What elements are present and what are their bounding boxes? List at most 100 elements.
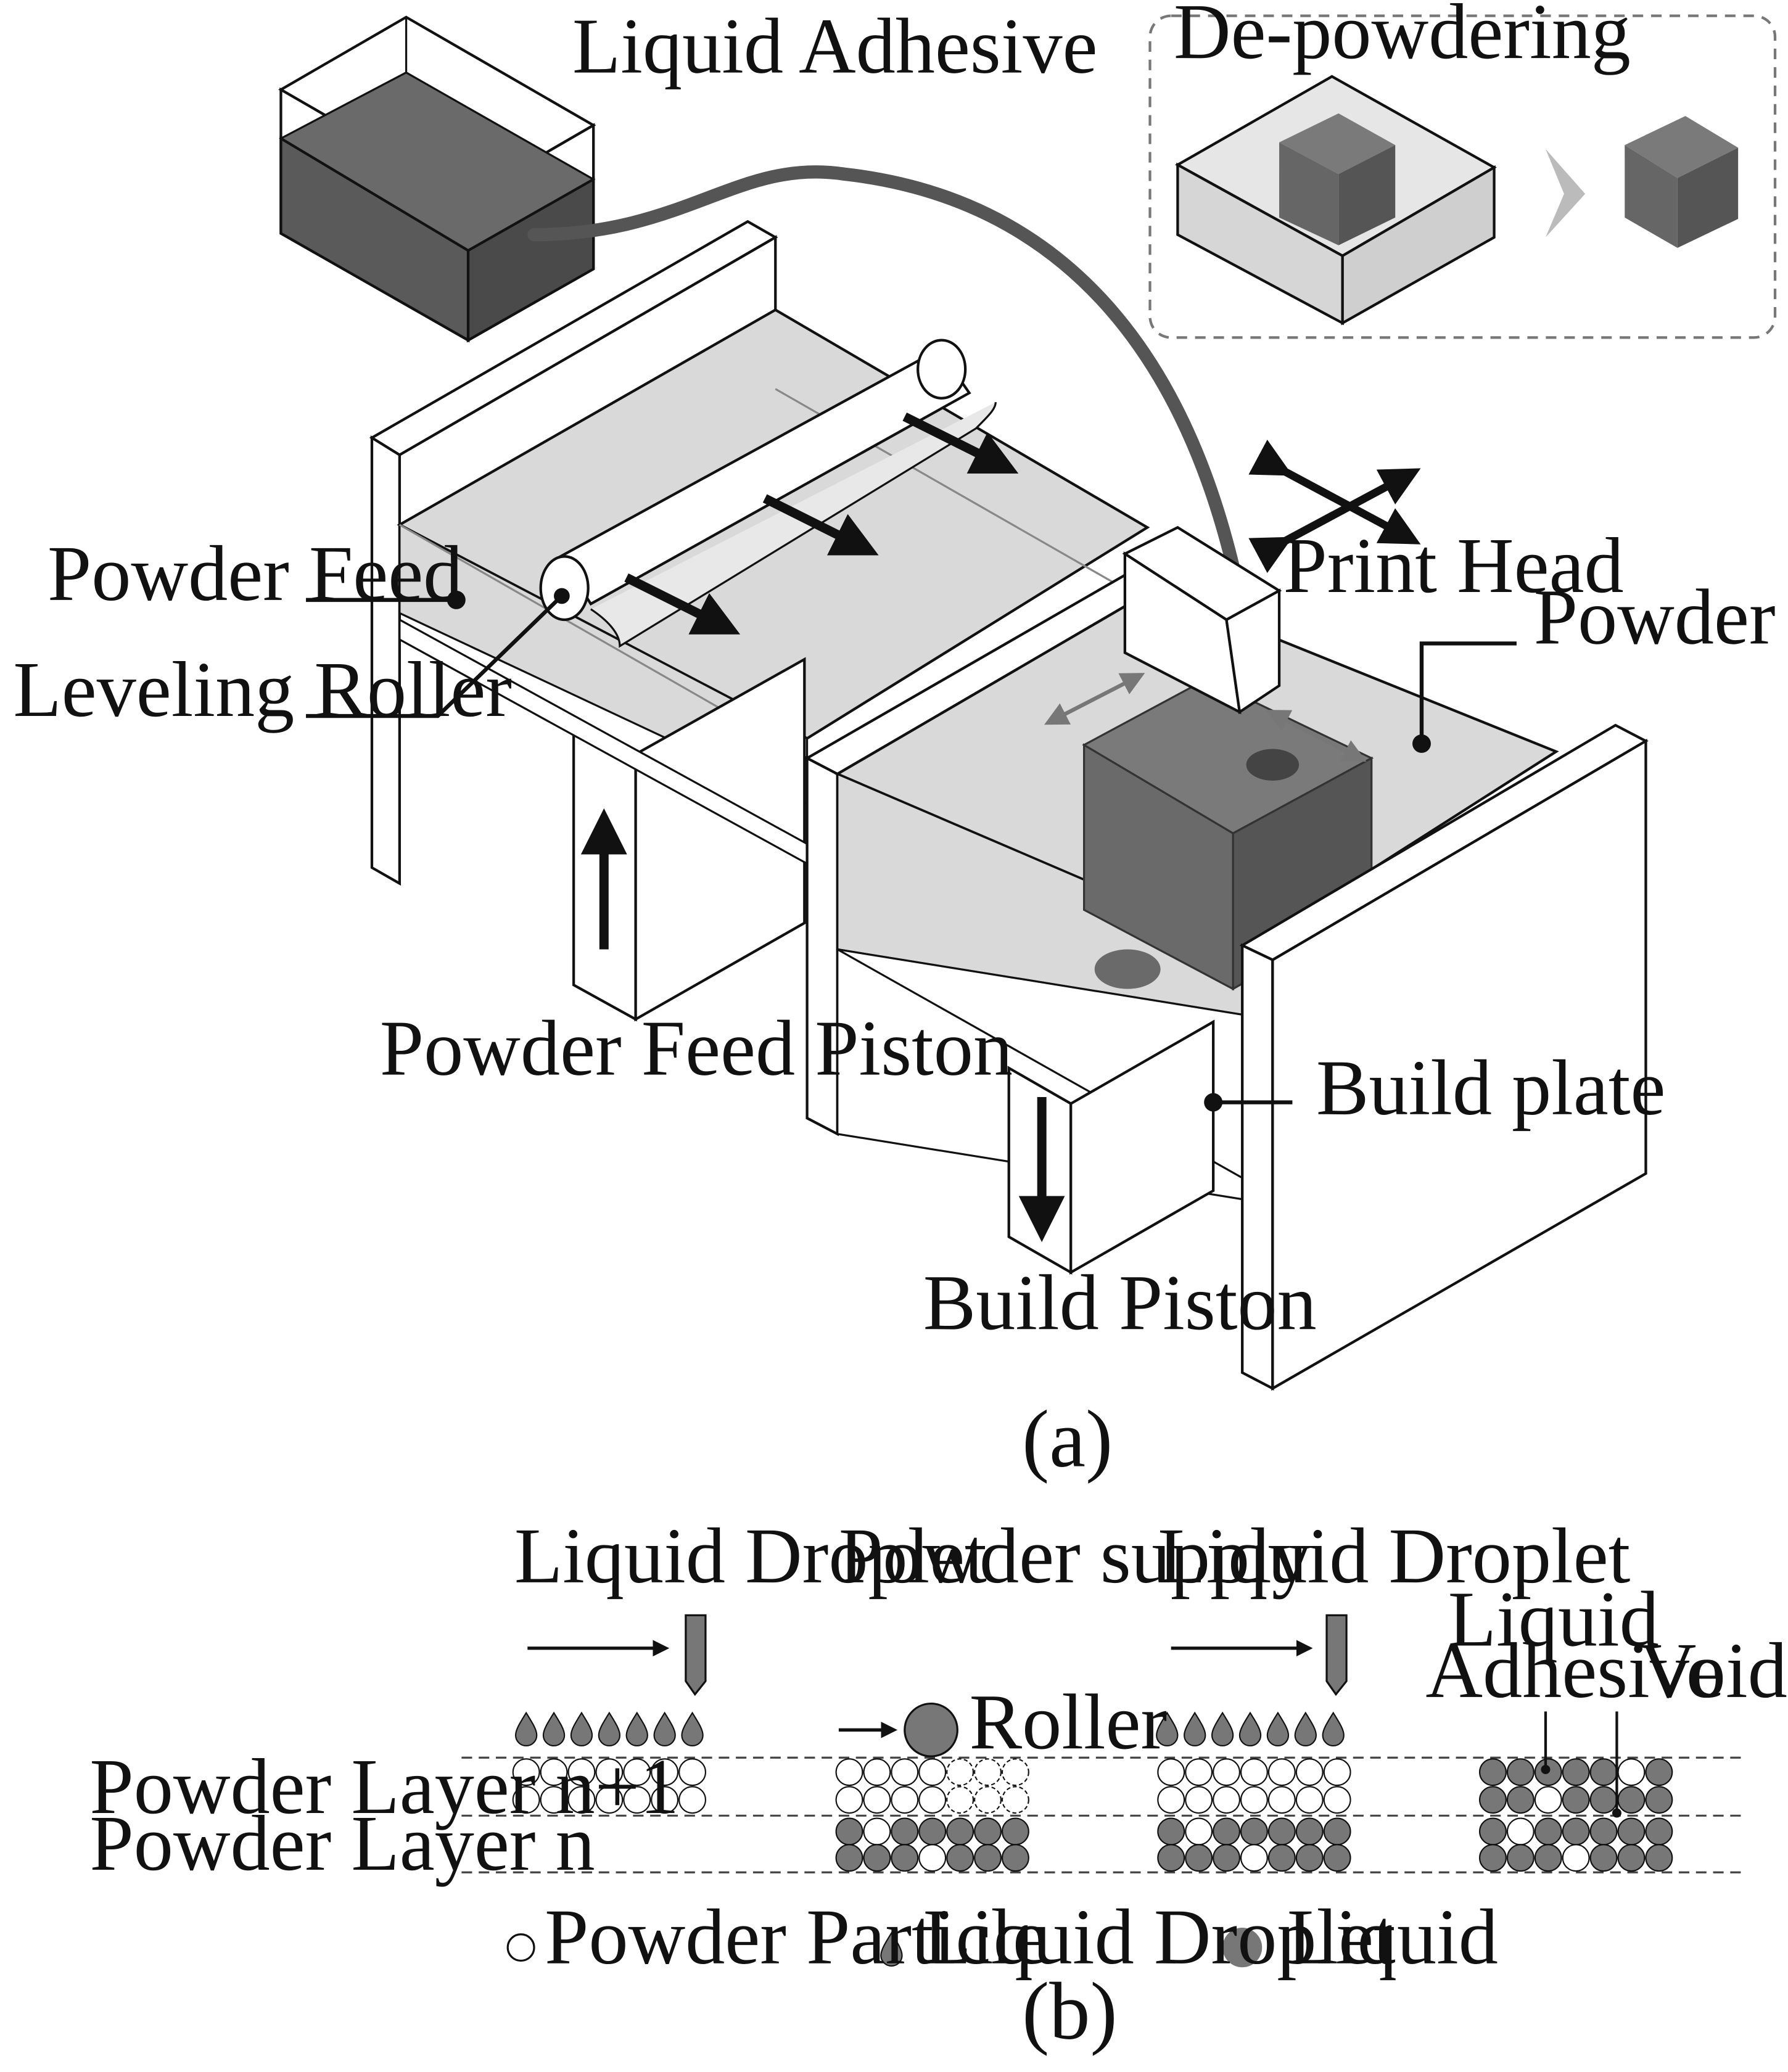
leader-dots (447, 590, 1431, 1112)
liquid-particle (835, 1844, 863, 1872)
stage-title-2: Powder supply (839, 1512, 1311, 1600)
powder-particle (678, 1786, 707, 1814)
adhesive-tank (278, 15, 596, 343)
liquid-particle (1001, 1844, 1029, 1872)
roller-icon (904, 1702, 958, 1758)
label-powder-feed-piston: Powder Feed Piston (380, 1005, 1013, 1092)
powder-particle (1323, 1758, 1351, 1786)
liquid-droplet (570, 1711, 593, 1747)
label-layer-top: Powder Layer n+1 (89, 1743, 679, 1830)
powder-particle (1295, 1786, 1324, 1814)
leveling-roller (539, 339, 997, 648)
powder-particle (1185, 1758, 1213, 1786)
label-liquid-adhesive: Liquid Adhesive (572, 2, 1098, 90)
liquid-droplet (1322, 1711, 1345, 1747)
liquid-droplet (1211, 1711, 1234, 1747)
legend (506, 1928, 1263, 1968)
stage-1 (512, 1614, 707, 1814)
leader-lines (306, 591, 1517, 1104)
powder-particle (512, 1758, 540, 1786)
liquid-particle (1295, 1817, 1324, 1846)
powder-particle (623, 1758, 651, 1786)
stage-4 (1478, 1711, 1673, 1872)
xy-motion-icon (1248, 439, 1421, 574)
liquid-particle (1185, 1844, 1213, 1872)
liquid-particle (835, 1817, 863, 1846)
powder-particle (540, 1786, 568, 1814)
liquid-droplet (598, 1711, 621, 1747)
liquid-particle (918, 1817, 947, 1846)
liquid-particle (1562, 1758, 1590, 1786)
label-powder-bed: Powder Bed (1534, 573, 1788, 660)
powder-particle (974, 1786, 1002, 1814)
powder-particle (1157, 1758, 1185, 1786)
label-print-head: Print Head (1283, 522, 1623, 609)
liquid-particle (946, 1817, 974, 1846)
spreading-arrows (624, 412, 1019, 635)
caption-a: (a) (1022, 1394, 1113, 1484)
figure-a: Liquid Adhesive De-powdering Powder Feed… (13, 0, 1788, 1484)
liquid-particle (1617, 1817, 1646, 1846)
de-powdering-inset (1148, 14, 1777, 339)
adhesive-hose (527, 165, 1246, 603)
powder-particle (540, 1758, 568, 1786)
liquid-particle (1645, 1844, 1673, 1872)
liquid-droplet (681, 1711, 704, 1747)
liquid-particle (946, 1844, 974, 1872)
powder-particle (651, 1758, 679, 1786)
powder-particle (918, 1758, 947, 1786)
stage-title-3: Liquid Droplet (1158, 1512, 1630, 1600)
label-roller: Roller (970, 1678, 1168, 1766)
liquid-droplet (1294, 1711, 1317, 1747)
powder-particle (678, 1758, 707, 1786)
particle-block (1157, 1758, 1351, 1872)
liquid-particle (1213, 1844, 1240, 1872)
caption-b: (b) (1022, 1966, 1118, 2057)
label-liquid-adhesive-b-1: Liquid (1448, 1575, 1659, 1663)
liquid-particle (1267, 1844, 1296, 1872)
powder-particle (1213, 1786, 1240, 1814)
liquid-particle (1323, 1844, 1351, 1872)
liquid-particle (1534, 1844, 1562, 1872)
stage-2 (835, 1702, 1029, 1872)
particle-block (1478, 1758, 1673, 1872)
powder-particle (1240, 1786, 1268, 1814)
liquid-particle (974, 1844, 1002, 1872)
liquid-droplet (1156, 1711, 1179, 1747)
powder-particle (918, 1786, 947, 1814)
liquid-particle (863, 1844, 891, 1872)
liquid-particle (1506, 1844, 1535, 1872)
print-head (1122, 525, 1282, 715)
powder-particle (595, 1758, 624, 1786)
liquid-particle (1617, 1786, 1646, 1814)
label-build-piston: Build Piston (923, 1259, 1317, 1346)
powder-particle (512, 1786, 540, 1814)
liquid-particle (1645, 1758, 1673, 1786)
liquid-droplet (1238, 1711, 1262, 1747)
liquid-particle (1506, 1758, 1535, 1786)
powder-particle (1185, 1786, 1213, 1814)
label-void: Void (1639, 1627, 1787, 1714)
liquid-particle (1645, 1817, 1673, 1846)
legend-powder-particle: Powder Particle (545, 1893, 1048, 1981)
liquid-particle (1478, 1786, 1507, 1814)
layer-lines (461, 1756, 1744, 1873)
liquid-particle (1645, 1786, 1673, 1814)
liquid-particle (1478, 1817, 1507, 1846)
liquid-particle (1562, 1786, 1590, 1814)
liquid-particle (891, 1817, 919, 1846)
label-powder-feed: Powder Feed (47, 530, 463, 617)
liquid-particle (1589, 1786, 1618, 1814)
powder-particle (891, 1758, 919, 1786)
droplet-row (514, 1711, 704, 1747)
powder-particle (1240, 1844, 1268, 1872)
liquid-particle (1617, 1844, 1646, 1872)
powder-particle (974, 1758, 1002, 1786)
powder-particle (623, 1786, 651, 1814)
label-layer-bottom: Powder Layer n (89, 1799, 595, 1887)
powder-particle (946, 1786, 974, 1814)
stage-3 (1156, 1614, 1351, 1872)
powder-particle (1617, 1758, 1646, 1786)
powder-particle (1240, 1758, 1268, 1786)
